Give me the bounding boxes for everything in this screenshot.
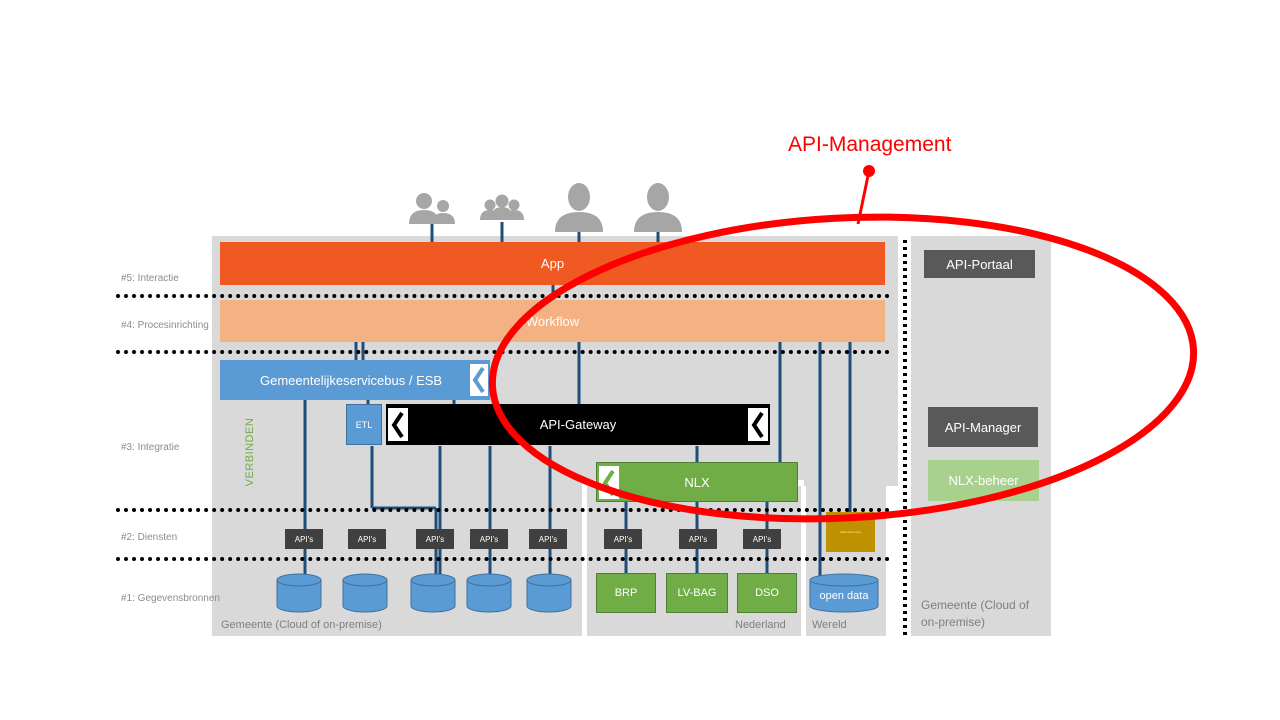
api-gateway-block: API-Gateway: [386, 404, 770, 445]
chevron-left-icon: [388, 408, 408, 441]
separator-3-2: [116, 508, 890, 512]
lv-bag-source: LV-BAG: [666, 573, 728, 613]
zone-nederland-label: Nederland: [735, 619, 786, 631]
esb-label: Gemeentelijkeservicebus / ESB: [260, 372, 443, 388]
cylinder-5: [526, 573, 572, 613]
three-users-icon: [480, 194, 524, 220]
layer-label-5: #5: Interactie: [121, 273, 179, 284]
person-icons: [409, 183, 682, 232]
layer-label-3: #3: Integratie: [121, 442, 180, 453]
annotation-pointer-line: [856, 170, 871, 225]
cylinder-open-data: [809, 573, 879, 613]
api-gateway-label: API-Gateway: [539, 417, 617, 432]
data-source-cylinders: [276, 573, 879, 613]
api-manager-block: API-Manager: [928, 407, 1038, 447]
open-data-label: open data: [819, 590, 869, 602]
api-service-3: API's: [416, 529, 454, 549]
workflow-block: Workflow: [220, 300, 885, 342]
layer-label-4: #4: Procesinrichting: [121, 320, 209, 331]
two-users-icon: [409, 193, 455, 224]
right-panel-caption: Gemeente (Cloud of on-premise): [921, 598, 1030, 629]
api-service-2: API's: [348, 529, 386, 549]
zone-gemeente-label: Gemeente (Cloud of on-premise): [221, 619, 382, 631]
cylinder-1: [276, 573, 322, 613]
website-service-label: Websiteviewing: [840, 530, 861, 534]
api-service-7: API's: [679, 529, 717, 549]
cylinder-4: [466, 573, 512, 613]
api-service-4: API's: [470, 529, 508, 549]
nlx-label: NLX: [684, 474, 710, 490]
app-block: App: [220, 242, 885, 285]
api-management-title: API-Management: [788, 133, 952, 156]
separator-5-4: [116, 294, 890, 298]
cylinder-2: [342, 573, 388, 613]
chevron-left-icon: [470, 364, 488, 396]
layer-label-2: #2: Diensten: [121, 532, 178, 543]
cylinder-3: [410, 573, 456, 613]
dso-source: DSO: [737, 573, 797, 613]
brp-source: BRP: [596, 573, 656, 613]
layer-label-1: #1: Gegevensbronnen: [121, 593, 220, 604]
api-portaal-block: API-Portaal: [924, 250, 1035, 278]
api-service-1: API's: [285, 529, 323, 549]
etl-block: ETL: [346, 404, 382, 445]
annotation-pointer-dot: [863, 165, 875, 177]
api-service-5: API's: [529, 529, 567, 549]
chevron-left-icon: [748, 408, 768, 441]
nlx-beheer-block: NLX-beheer: [928, 460, 1039, 501]
esb-block: Gemeentelijkeservicebus / ESB: [220, 360, 490, 400]
user-large-icon: [555, 183, 603, 232]
api-service-6: API's: [604, 529, 642, 549]
zone-wereld-label: Wereld: [812, 619, 847, 631]
api-service-8: API's: [743, 529, 781, 549]
separator-2-1: [116, 557, 890, 561]
user-large-icon-2: [634, 183, 682, 232]
api-management-ellipse: [488, 213, 1198, 523]
